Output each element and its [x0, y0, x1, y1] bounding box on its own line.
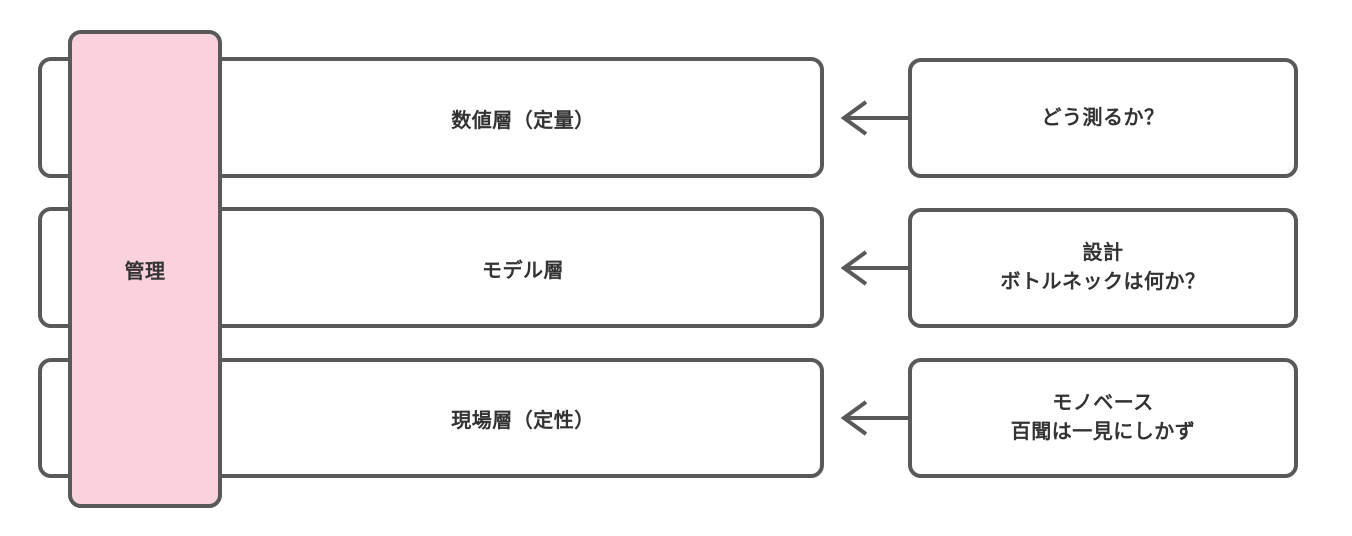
question-line-row-2-1: ボトルネックは何か？: [1000, 271, 1206, 293]
question-label-row-1: どう測るか？: [1028, 104, 1179, 133]
question-line-row-1-0: どう測るか？: [1041, 106, 1165, 129]
question-box-row-1[interactable]: どう測るか？: [908, 58, 1298, 178]
question-label-row-2: 設計 ボトルネックは何か？: [987, 239, 1220, 297]
question-line-row-3-1: 百聞は一見にしかず: [1010, 421, 1196, 443]
question-line-row-2-0: 設計: [1082, 242, 1124, 264]
question-label-row-3: モノベース 百聞は一見にしかず: [997, 389, 1210, 447]
left-arrow-icon-row-3: [840, 400, 908, 436]
question-box-row-2[interactable]: 設計 ボトルネックは何か？: [908, 208, 1298, 328]
left-arrow-icon-row-1: [840, 100, 908, 136]
question-box-row-3[interactable]: モノベース 百聞は一見にしかず: [908, 358, 1298, 478]
left-arrow-icon-row-2: [840, 250, 908, 286]
management-spanning-box[interactable]: 管理: [68, 30, 222, 508]
question-line-row-3-0: モノベース: [1052, 392, 1154, 414]
management-label: 管理: [124, 260, 166, 283]
